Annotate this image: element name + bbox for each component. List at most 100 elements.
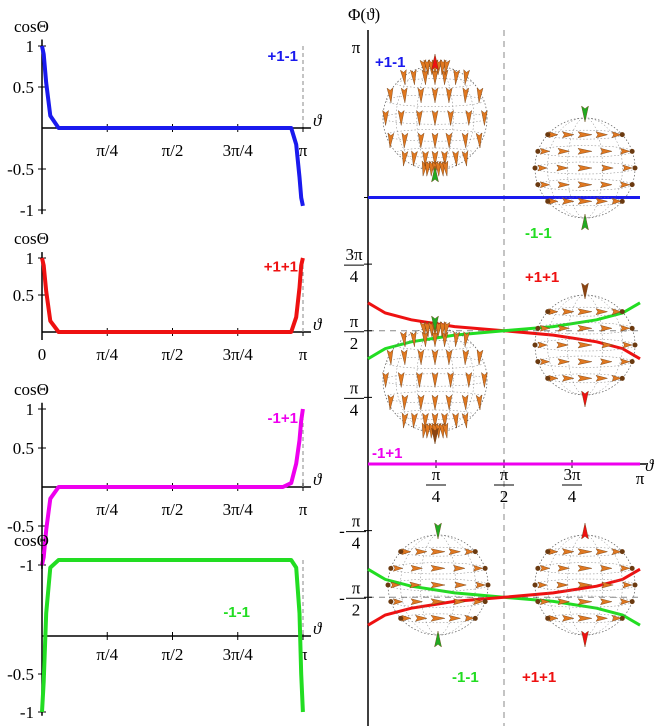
spin-arrow: [556, 341, 569, 349]
latitude: [385, 356, 485, 369]
spin-arrow: [431, 331, 439, 347]
y-tick-3pi4-den: 4: [350, 267, 359, 286]
x-axis-label: ϑ: [313, 111, 323, 130]
spin-dot: [535, 325, 541, 331]
series--1+1: [40, 408, 305, 566]
spin-dot: [532, 342, 538, 348]
spin-arrow: [539, 181, 551, 189]
y-tick-pi2: π2: [344, 312, 364, 353]
y-tick-label: 1: [26, 37, 35, 56]
x-tick-pi4: π4: [426, 465, 446, 506]
spin-arrow: [619, 324, 631, 332]
spin-arrow: [445, 394, 453, 411]
x-tick-label: π: [299, 645, 308, 664]
x-tick-3pi4-num: 3π: [563, 465, 581, 484]
meridian: [416, 65, 454, 171]
spin-sphere-icon: [532, 522, 638, 648]
meridian: [395, 327, 475, 433]
spin-arrow: [475, 132, 483, 149]
spin-arrow: [443, 58, 451, 75]
spin-dot: [398, 615, 404, 621]
spin-arrow: [400, 69, 407, 85]
spin-dot: [629, 565, 635, 571]
y-tick-label: -1: [20, 703, 34, 722]
y-tick-label: -1: [20, 201, 34, 220]
label-mp-bot: -1+1: [372, 445, 402, 462]
spin-dot: [535, 599, 541, 605]
x-tick-label: π/4: [96, 645, 118, 664]
latitude: [395, 78, 475, 89]
spin-arrow: [595, 374, 609, 382]
spin-arrow: [397, 109, 405, 126]
spin-arrow: [577, 598, 593, 606]
spin-arrow: [577, 131, 593, 139]
spin-arrow: [619, 564, 631, 572]
y-tick-label: -0.5: [7, 160, 34, 179]
spin-arrow: [581, 105, 589, 123]
x-tick-label: π: [299, 141, 308, 160]
x-tick-pi4-num: π: [432, 465, 441, 484]
y-tick-label: 1: [26, 400, 35, 419]
spin-arrow: [401, 394, 409, 411]
spin-dot: [619, 615, 625, 621]
spin-arrow: [577, 341, 593, 349]
y-tick-neg-pi2-sign: -: [339, 588, 345, 607]
spin-dot: [485, 582, 491, 588]
x-tick-pi2-den: 2: [500, 487, 509, 506]
spin-arrow: [397, 371, 405, 388]
spin-arrow: [400, 87, 408, 103]
spin-arrow: [448, 614, 462, 622]
spin-arrow: [581, 522, 589, 540]
spin-arrow: [422, 412, 429, 429]
spin-arrow: [539, 358, 551, 366]
spin-arrow: [562, 548, 575, 556]
series-+1-1: [40, 45, 305, 207]
y-axis-label: cosΘ: [14, 531, 49, 550]
spin-arrow: [577, 324, 593, 332]
x-tick-label: 3π/4: [223, 645, 254, 664]
x-tick-pi2: π2: [494, 465, 514, 506]
spin-arrow: [619, 358, 631, 366]
spin-arrow: [476, 349, 484, 365]
spin-arrow: [577, 308, 593, 316]
x-tick-label: π/2: [162, 141, 184, 160]
x-tick-pi4-den: 4: [432, 487, 441, 506]
spin-dot: [482, 599, 488, 605]
spin-arrow: [431, 349, 439, 365]
x-axis-label: ϑ: [313, 315, 323, 334]
spin-arrow: [465, 371, 473, 388]
spin-arrow: [422, 150, 429, 167]
y-tick-neg-pi2: -π2: [339, 578, 366, 619]
spin-arrow: [453, 69, 460, 85]
spin-arrow: [401, 150, 409, 167]
spin-arrow: [557, 324, 571, 332]
spin-dot: [472, 549, 478, 555]
spin-arrow: [611, 548, 622, 556]
spin-arrow: [461, 150, 469, 167]
label-pp-top: +1-1: [375, 54, 405, 71]
y-tick-pi2-num: π: [350, 312, 359, 331]
spin-arrow: [622, 341, 633, 349]
x-tick-3pi4: 3π4: [562, 465, 582, 506]
spin-dot: [545, 615, 551, 621]
spin-arrow: [430, 548, 446, 556]
spin-arrow: [600, 358, 613, 366]
spin-arrow: [476, 87, 484, 103]
y-tick-label: 1: [26, 249, 35, 268]
y-tick-3pi4-num: 3π: [345, 245, 363, 264]
spin-arrow: [416, 371, 423, 388]
spin-arrow: [390, 581, 401, 589]
x-tick-label: 3π/4: [223, 500, 254, 519]
spin-arrow: [577, 548, 593, 556]
spin-sphere-icon: [532, 105, 638, 231]
spin-arrow: [581, 390, 589, 408]
spin-arrow: [622, 164, 633, 172]
x-axis-label: ϑ: [645, 456, 655, 475]
y-tick-pi: π: [352, 38, 361, 57]
spin-arrow: [611, 308, 622, 316]
spin-arrow: [577, 614, 593, 622]
spin-arrow: [410, 564, 424, 572]
label-gg-mid: -1-1: [525, 225, 552, 242]
